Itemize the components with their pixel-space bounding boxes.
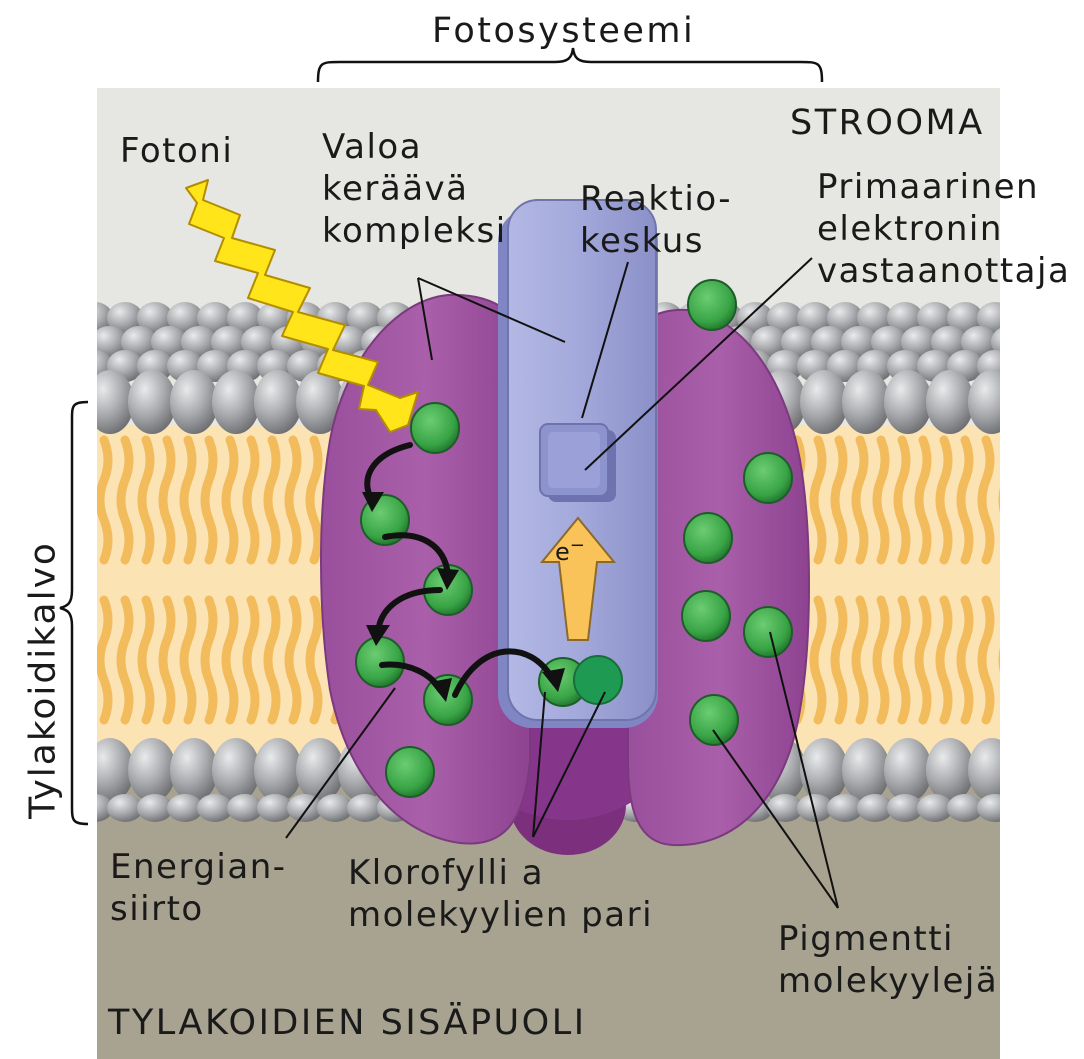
pigment-molecules-label: Pigmentti molekyylejä [778, 918, 998, 1002]
chlorophyll-pair-label: Klorofylli a molekyylien pari [348, 852, 653, 936]
lipid-head [170, 738, 218, 802]
lipid-head [926, 370, 974, 434]
photon-label: Fotoni [120, 130, 233, 172]
photosystem-label: Fotosysteemi [432, 10, 695, 52]
lipid-tail [1003, 440, 1011, 560]
stroma-label: STROOMA [790, 102, 985, 144]
pigment-molecule [411, 403, 459, 453]
pigment-molecule [690, 695, 738, 745]
primary-acceptor-face [548, 432, 600, 488]
lipid-head [86, 370, 134, 434]
pigment-molecule [386, 747, 434, 797]
lipid-head [86, 738, 134, 802]
pigment-molecule [682, 591, 730, 641]
pigment-molecule [688, 280, 736, 330]
lipid-head [884, 738, 932, 802]
lipid-head [800, 738, 848, 802]
lipid-tail [1003, 600, 1011, 720]
membrane-brace [60, 402, 88, 824]
electron-symbol: e [555, 538, 570, 566]
reaction-center-label: Reaktio- keskus [580, 178, 732, 262]
lipid-head [212, 370, 260, 434]
lipid-head [884, 370, 932, 434]
primary-acceptor-label: Primaarinen elektronin vastaanottaja [817, 166, 1070, 292]
electron-label: e− [555, 535, 585, 566]
lipid-head [128, 738, 176, 802]
chlorophyll-a-2 [574, 656, 622, 704]
lipid-head [926, 738, 974, 802]
lipid-head [842, 738, 890, 802]
thylakoid-space-label: TYLAKOIDIEN SISÄPUOLI [108, 1002, 587, 1044]
lipid-head [212, 738, 260, 802]
lipid-head [842, 370, 890, 434]
lipid-head [968, 738, 1016, 802]
pigment-molecule [744, 607, 792, 657]
lipid-head [254, 370, 302, 434]
light-harvesting-complex-label: Valoa keräävä kompleksi [322, 126, 507, 252]
pigment-molecule [744, 453, 792, 503]
lipid-head [254, 738, 302, 802]
lipid-head [968, 370, 1016, 434]
lipid-head [170, 370, 218, 434]
photosystem-brace [318, 48, 822, 82]
lipid-head [128, 370, 176, 434]
lipid-head [800, 370, 848, 434]
pigment-molecule [684, 513, 732, 563]
energy-transfer-label: Energian- siirto [110, 846, 287, 930]
thylakoid-membrane-label: Tylakoidikalvo [23, 541, 64, 819]
lipid-head [977, 794, 1013, 822]
